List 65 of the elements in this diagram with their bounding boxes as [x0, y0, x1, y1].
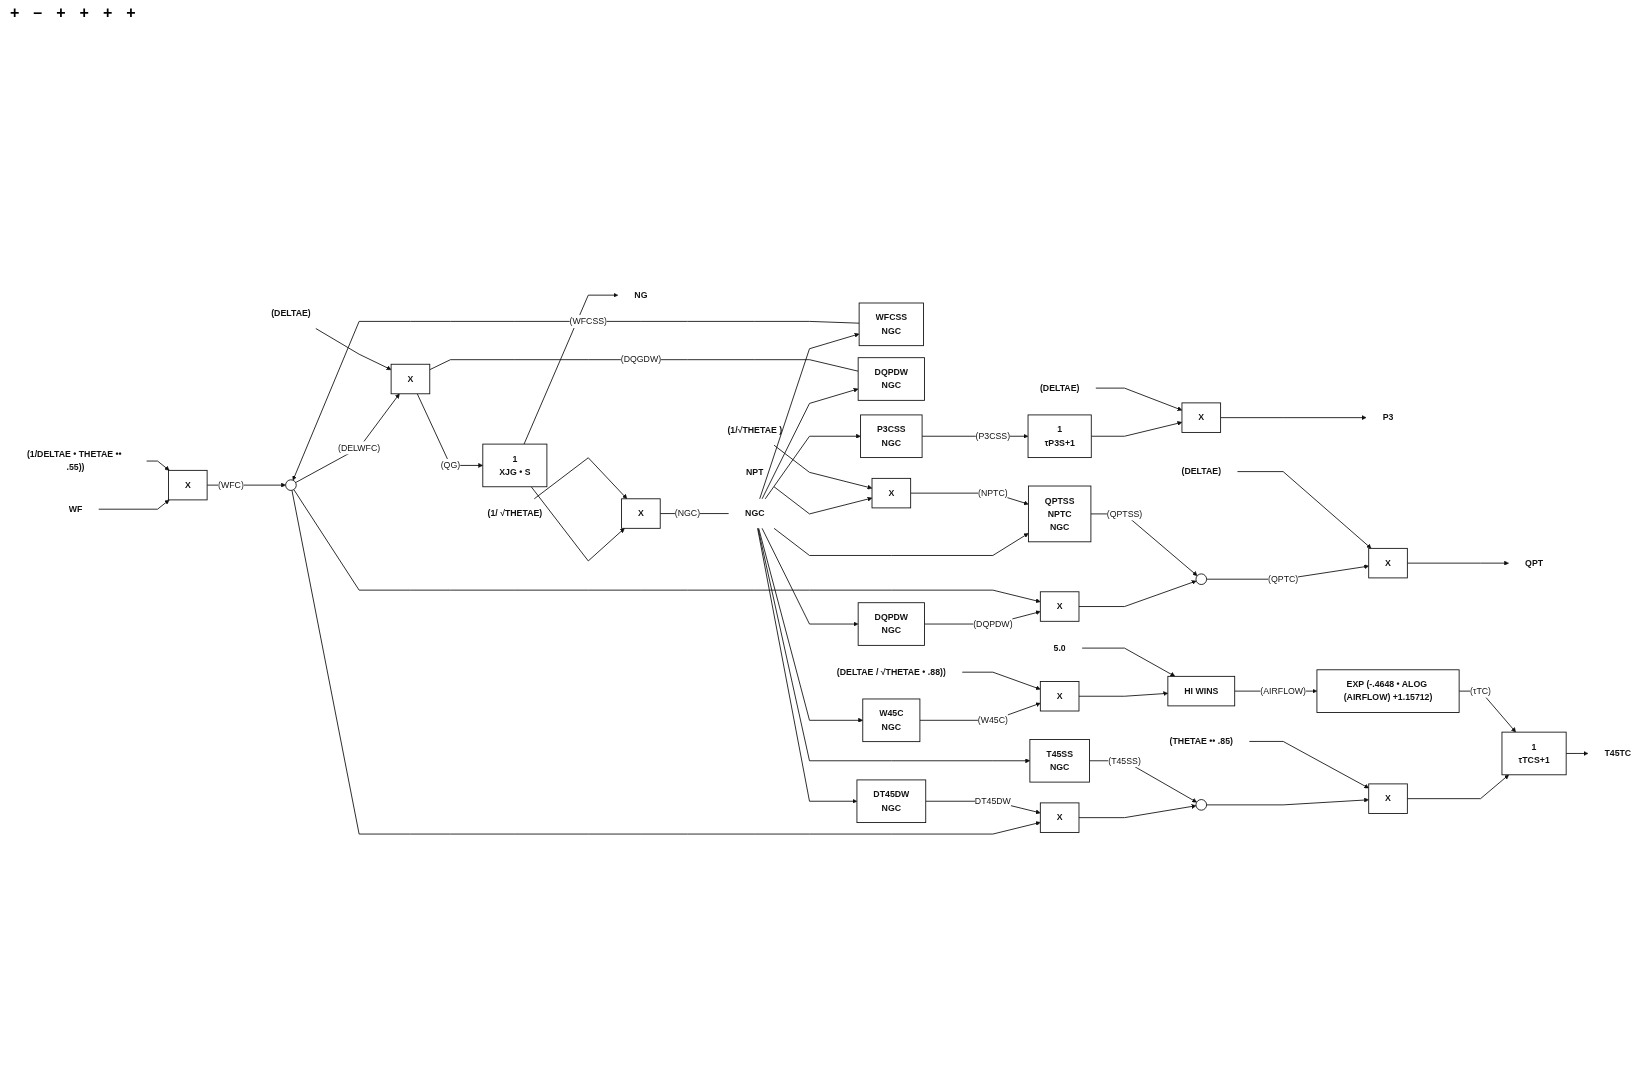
- edge-label: (P3CSS): [975, 431, 1011, 441]
- sign-label: +: [79, 4, 89, 22]
- node-box: 1 τP3S+1: [1027, 414, 1092, 458]
- node-text: (1/DELTAE • THETAE •• .55)): [26, 449, 122, 472]
- node-circle: [1195, 573, 1208, 585]
- node-text: (THETAE •• .85): [1169, 736, 1233, 746]
- node-box: 1 XJG • S: [482, 443, 548, 487]
- node-text: (1/√THETAE ): [727, 425, 783, 435]
- edge-label: (WFC): [218, 479, 244, 490]
- node-box: QPTSS NPTC NGC: [1028, 485, 1092, 543]
- node-text: NGC: [745, 508, 765, 518]
- node-text: QPT: [1525, 557, 1544, 568]
- edge-label: (DQPDW): [973, 618, 1013, 629]
- node-box: EXP (-.4648 • ALOG (AIRFLOW) +1.15712): [1316, 669, 1460, 713]
- node-text: T45TC: [1604, 748, 1632, 758]
- node-box: X: [1368, 783, 1408, 814]
- node-text: WF: [68, 504, 83, 514]
- node-box: X: [1039, 802, 1080, 833]
- node-text: (DELTAE): [1181, 466, 1222, 476]
- sign-label: +: [56, 4, 66, 22]
- edge-label: (WFCSS): [569, 316, 607, 326]
- node-box: X: [871, 477, 912, 509]
- node-text: NG: [634, 290, 648, 300]
- node-box: X: [1039, 591, 1080, 622]
- node-box: HI WINS: [1167, 675, 1236, 707]
- node-text: (DELTAE / √THETAE • .88)): [836, 667, 946, 677]
- sign-label: +: [10, 4, 20, 22]
- node-circle: [285, 479, 297, 491]
- node-box: DQPDW NGC: [857, 602, 925, 646]
- sign-label: +: [126, 4, 136, 22]
- node-box: X: [168, 469, 208, 501]
- node-box: T45SS NGC: [1029, 738, 1090, 783]
- connector: [429, 359, 859, 372]
- edge-label: (DELWFC): [338, 442, 381, 453]
- edge-label: (QPTC): [1268, 574, 1299, 584]
- node-box: WFCSS NGC: [858, 302, 924, 346]
- node-box: X: [1181, 402, 1222, 433]
- node-box: X: [390, 363, 431, 394]
- node-box: X: [1368, 547, 1408, 579]
- node-text: 5.0: [1053, 642, 1066, 653]
- sign-label: –: [33, 4, 43, 22]
- node-box: DT45DW NGC: [856, 779, 927, 823]
- node-text: NPT: [746, 466, 764, 477]
- node-box: P3CSS NGC: [860, 414, 923, 458]
- node-box: X: [1039, 680, 1080, 712]
- edge-label: (QG): [440, 460, 461, 470]
- edge-label: DT45DW: [974, 796, 1011, 806]
- node-circle: [1195, 798, 1208, 811]
- edge-label: (QPTSS): [1106, 508, 1143, 519]
- edge-label: (W45C): [977, 715, 1008, 725]
- node-text: (DELTAE): [271, 308, 311, 318]
- edge-label: (T45SS): [1108, 755, 1141, 765]
- edge-label: (NGC): [674, 508, 701, 518]
- edge-label: (DQGDW): [620, 354, 662, 364]
- sign-label: +: [102, 4, 113, 22]
- edge-label: (τTC): [1470, 685, 1492, 696]
- node-box: X: [621, 498, 661, 529]
- node-text: P3: [1382, 412, 1394, 422]
- node-text: (DELTAE): [1039, 382, 1080, 393]
- edge-label: (AIRFLOW): [1260, 685, 1306, 696]
- edge-label: (NPTC): [978, 487, 1008, 498]
- node-box: 1 τTCS+1: [1501, 731, 1567, 776]
- node-box: DQPDW NGC: [857, 357, 925, 401]
- node-box: W45C NGC: [862, 698, 921, 742]
- node-text: (1/ √THETAE): [487, 508, 543, 518]
